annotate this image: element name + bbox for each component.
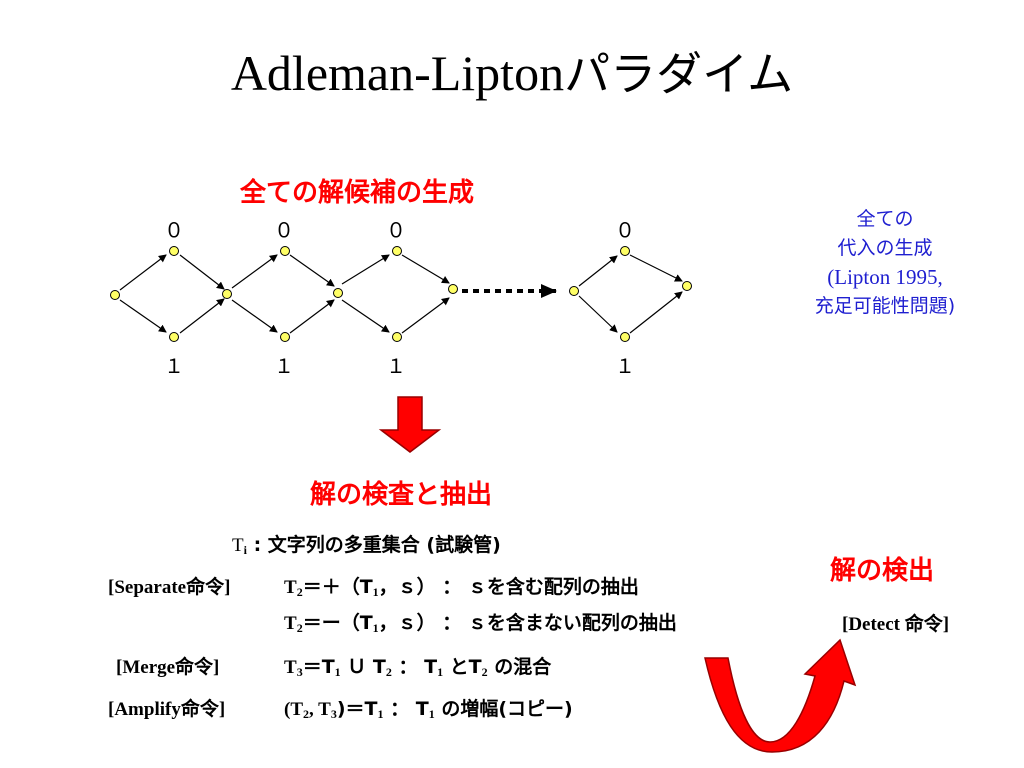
edge-4 — [179, 298, 225, 334]
label-one-2: １ — [274, 354, 294, 378]
node-top-3 — [392, 246, 402, 256]
amp-a: (T — [284, 699, 303, 720]
side-note-line2: 代入の生成 — [837, 237, 933, 259]
down-arrow — [378, 396, 442, 453]
merge-sub1b: 1 — [437, 665, 444, 679]
inspection-heading: 解の検査と抽出 — [310, 480, 493, 510]
merge-f: の混合 — [487, 656, 552, 678]
node-mid-1 — [222, 289, 232, 299]
title-kana: パラダイム — [564, 47, 794, 101]
label-zero-1: ０ — [164, 218, 184, 242]
node-start — [110, 290, 120, 300]
merge-label: [Merge命令] — [116, 657, 220, 678]
sep2-sub1: 1 — [372, 621, 379, 635]
amp-b: , T — [309, 699, 331, 720]
edge-1 — [119, 254, 167, 291]
node-mid-3 — [448, 284, 458, 294]
merge-line: T3＝T1 Ｕ T2 ： T1 とT2 の混合 — [284, 652, 551, 680]
edge-14 — [578, 295, 618, 333]
tube-paren: (試験管) — [419, 534, 501, 556]
title-latin: Adleman-Lipton — [230, 45, 565, 101]
tube-sub: i — [243, 543, 247, 557]
edge-9 — [341, 254, 390, 285]
separate-line2: T2＝ー（T1，ｓ） ： ｓを含まない配列の抽出 — [284, 608, 677, 636]
sep1-eq: ＝＋（T — [302, 576, 373, 598]
amp-sub3: 3 — [330, 707, 337, 721]
page-title: Adleman-Liptonパラダイム — [0, 38, 1024, 104]
edge-13 — [578, 255, 618, 287]
node-bottom-4 — [620, 332, 630, 342]
merge-sub1: 1 — [334, 665, 341, 679]
node-mid-4 — [569, 286, 579, 296]
side-note-line4: 充足可能性問題) — [814, 295, 956, 317]
sep2-sub2: 2 — [296, 621, 303, 635]
amp-sub1: 1 — [377, 707, 384, 721]
label-one-4: １ — [615, 354, 635, 378]
sep2-rest: ，ｓ） ： ｓを含まない配列の抽出 — [378, 612, 677, 634]
amp-e: の増幅(コピー) — [434, 698, 573, 720]
edge-2 — [119, 299, 167, 333]
separate-line1: T2＝＋（T1，ｓ） ： ｓを含む配列の抽出 — [284, 572, 639, 600]
sep1-sub2: 2 — [296, 585, 303, 599]
tube-text: 文字列の多重集合 — [267, 534, 420, 556]
tube-definition: Ti : 文字列の多重集合 (試験管) — [232, 530, 501, 558]
side-note-line1: 全ての — [856, 208, 914, 230]
sep1-rest: ，ｓ） ： ｓを含む配列の抽出 — [378, 576, 639, 598]
amp-sub2: 2 — [303, 707, 309, 721]
merge-d: ： T — [391, 656, 438, 678]
node-mid-2 — [333, 288, 343, 298]
edge-7 — [289, 254, 335, 287]
edge-15 — [629, 254, 683, 282]
node-bottom-2 — [280, 332, 290, 342]
node-top-2 — [280, 246, 290, 256]
sep2-eq: ＝ー（T — [302, 612, 373, 634]
sep1-sub1: 1 — [372, 585, 379, 599]
merge-sub2: 2 — [385, 665, 392, 679]
generation-heading: 全ての解候補の生成 — [240, 178, 475, 208]
edge-16 — [629, 291, 683, 334]
merge-a: T — [284, 657, 297, 678]
node-top-1 — [169, 246, 179, 256]
tube-t: T — [232, 535, 244, 556]
edge-11 — [401, 254, 450, 284]
node-bottom-3 — [392, 332, 402, 342]
amplify-label: [Amplify命令] — [108, 699, 226, 720]
amp-d: ： T — [383, 698, 429, 720]
side-note-line3: (Lipton 1995, — [827, 265, 943, 289]
detect-command: [Detect 命令] — [842, 614, 950, 635]
edge-10 — [341, 299, 390, 333]
separate-label: [Separate命令] — [108, 577, 231, 598]
label-one-1: １ — [164, 354, 184, 378]
label-zero-4: ０ — [615, 218, 635, 242]
edge-5 — [231, 254, 278, 289]
edge-6 — [231, 299, 278, 333]
sep1-t: T — [284, 577, 297, 598]
edge-12 — [401, 297, 450, 334]
amp-sub1b: 1 — [428, 707, 435, 721]
merge-sub3: 3 — [296, 665, 303, 679]
merge-sub2b: 2 — [481, 665, 488, 679]
merge-b: ＝T — [302, 656, 335, 678]
node-end — [682, 281, 692, 291]
node-bottom-1 — [169, 332, 179, 342]
side-note: 全ての 代入の生成 (Lipton 1995, 充足可能性問題) — [780, 205, 990, 321]
sep2-t: T — [284, 613, 297, 634]
amplify-line: (T2, T3)＝T1 ： T1 の増幅(コピー) — [284, 694, 573, 722]
label-zero-3: ０ — [386, 218, 406, 242]
detection-heading: 解の検出 — [830, 556, 935, 586]
label-one-3: １ — [386, 354, 406, 378]
node-top-4 — [620, 246, 630, 256]
merge-e: とT — [443, 656, 482, 678]
u-turn-arrow — [704, 638, 857, 753]
tube-colon: : — [246, 534, 268, 556]
edge-3 — [179, 254, 225, 290]
edge-8 — [289, 299, 335, 334]
label-zero-2: ０ — [274, 218, 294, 242]
amp-c: )＝T — [336, 698, 378, 720]
merge-c: Ｕ T — [340, 656, 386, 678]
